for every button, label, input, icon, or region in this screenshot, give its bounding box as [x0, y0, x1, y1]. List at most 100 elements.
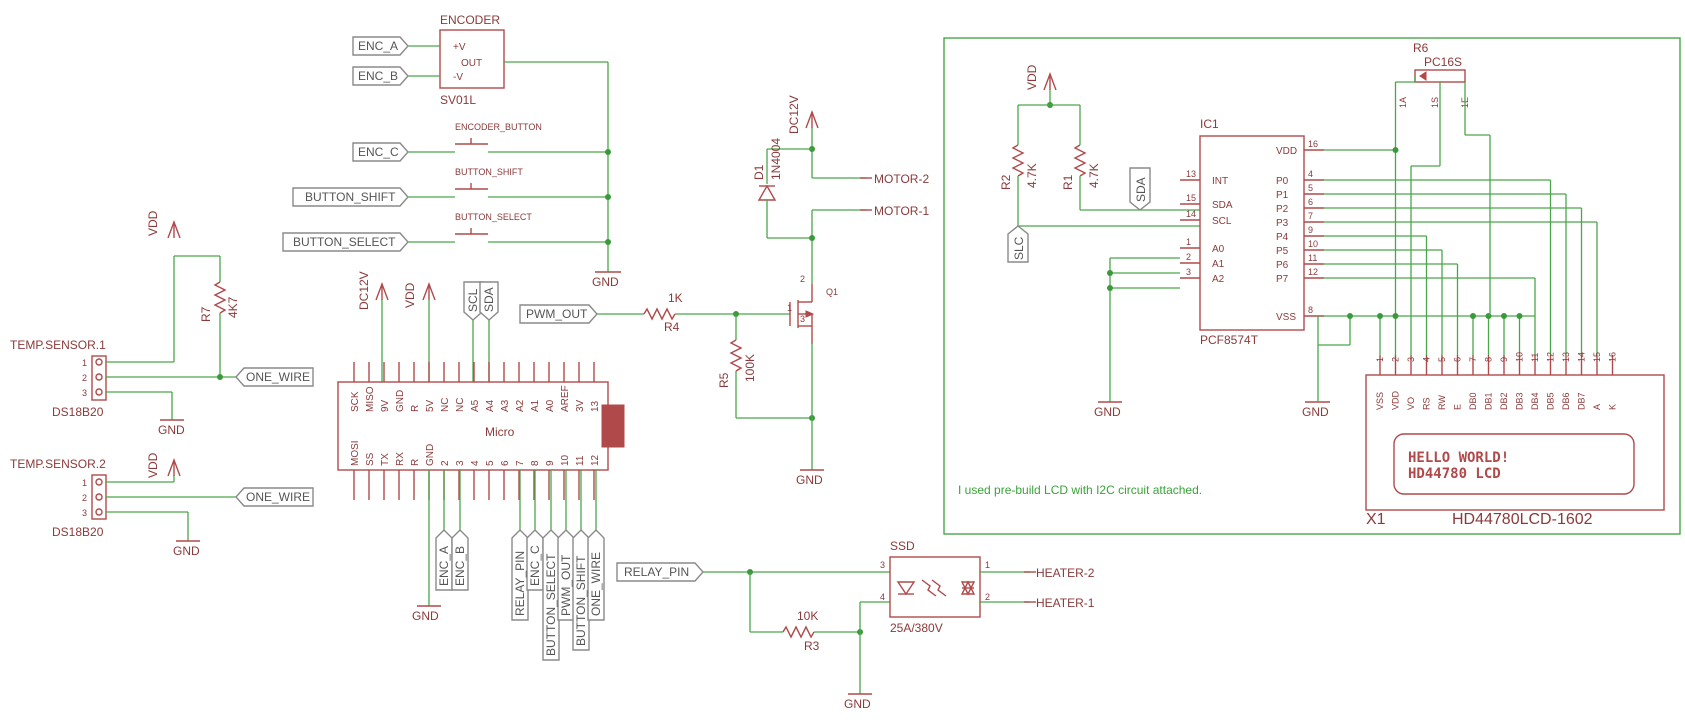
- svg-text:BUTTON_SHIFT: BUTTON_SHIFT: [305, 190, 396, 204]
- svg-text:1K: 1K: [668, 291, 683, 305]
- svg-text:VDD: VDD: [1025, 64, 1039, 90]
- lcd-pin-name: DB7: [1577, 392, 1587, 410]
- svg-text:MOTOR-1: MOTOR-1: [874, 204, 929, 218]
- svg-text:R6: R6: [1413, 41, 1429, 55]
- mosfet-q1[interactable]: Q1 2 1 3: [787, 274, 838, 344]
- svg-text:3: 3: [82, 508, 87, 518]
- flag-bottom-button-select[interactable]: BUTTON_SELECT: [542, 529, 560, 661]
- lcd-name: X1: [1366, 511, 1386, 528]
- heater-2-terminal[interactable]: HEATER-2: [1024, 566, 1095, 580]
- ic1-pin-label: P7: [1276, 274, 1289, 285]
- svg-text:10K: 10K: [797, 609, 818, 623]
- ic1-pin-number: 13: [1186, 169, 1196, 179]
- micro-bottom-pin-label: 5: [485, 460, 496, 466]
- svg-text:VDD: VDD: [146, 452, 160, 478]
- micro-top-pin-label: 13: [590, 400, 601, 412]
- svg-text:4.7K: 4.7K: [1025, 163, 1039, 188]
- flag-bottom-button-shift[interactable]: BUTTON_SHIFT: [572, 529, 590, 651]
- heater-1-terminal[interactable]: HEATER-1: [1024, 596, 1095, 610]
- encoder-pin-vminus: -V: [453, 72, 463, 83]
- svg-text:HEATER-1: HEATER-1: [1036, 596, 1095, 610]
- flag-sda-ic[interactable]: SDA: [1129, 167, 1151, 211]
- svg-text:1: 1: [82, 478, 87, 488]
- button-shift[interactable]: BUTTON_SHIFT: [408, 167, 608, 198]
- flag-bottom-one-wire[interactable]: ONE_WIRE: [587, 529, 605, 621]
- lcd-pin-name: DB6: [1561, 392, 1571, 410]
- flag-bottom-enc-b[interactable]: ENC_B: [451, 529, 469, 591]
- ic1-pin-number: 9: [1308, 225, 1313, 235]
- micro-bottom-pin-label: 11: [575, 455, 586, 466]
- resistor-r2[interactable]: R2 4.7K: [999, 144, 1039, 190]
- svg-text:IC1: IC1: [1200, 117, 1219, 131]
- resistor-r3[interactable]: 10K R3: [782, 609, 820, 653]
- ssd-relay[interactable]: SSD 3 4 1 2 25A/380V: [880, 539, 990, 635]
- svg-text:PCF8574T: PCF8574T: [1200, 333, 1259, 347]
- flag-bottom-enc-a[interactable]: ENC_A: [435, 529, 453, 591]
- motor-2-terminal[interactable]: MOTOR-2: [860, 172, 929, 186]
- lcd-pin-name: DB3: [1515, 392, 1525, 410]
- flag-enc-a[interactable]: ENC_A: [352, 36, 409, 56]
- resistor-r5[interactable]: R5 100K: [717, 339, 757, 388]
- gnd-symbol-temp2: GND: [173, 540, 200, 558]
- flag-slc-ic[interactable]: SLC: [1007, 225, 1029, 263]
- lcd-pin-name: DB0: [1468, 392, 1478, 410]
- flag-sda[interactable]: SDA: [479, 281, 499, 321]
- encoder-pin-vplus: +V: [453, 42, 466, 53]
- resistor-r4[interactable]: 1K R4: [643, 291, 683, 334]
- micro-top-pin-label: NC: [440, 398, 451, 412]
- flag-enc-b[interactable]: ENC_B: [352, 66, 409, 86]
- diode-d1[interactable]: D1 1N4004: [752, 138, 783, 201]
- flag-bottom-relay-pin[interactable]: RELAY_PIN: [511, 529, 529, 621]
- lcd-pin-name: K: [1608, 404, 1618, 410]
- resistor-r7[interactable]: R7 4K7: [199, 281, 240, 322]
- svg-text:4K7: 4K7: [226, 296, 240, 318]
- flag-one-wire-2[interactable]: ONE_WIRE: [235, 487, 314, 507]
- flag-pwm-out[interactable]: PWM_OUT: [519, 304, 598, 324]
- resistor-r1[interactable]: R1 4.7K: [1061, 144, 1101, 190]
- ic1-pin-label: A1: [1212, 259, 1225, 270]
- lcd-pin-name: DB2: [1499, 392, 1509, 410]
- lcd-line-2: HD44780 LCD: [1408, 466, 1501, 482]
- encoder-button[interactable]: ENCODER_BUTTON: [408, 122, 608, 153]
- encoder-body[interactable]: [439, 29, 505, 89]
- svg-text:ONE_WIRE: ONE_WIRE: [246, 370, 310, 384]
- svg-text:MOTOR-2: MOTOR-2: [874, 172, 929, 186]
- micro-bottom-pin-label: 6: [500, 460, 511, 466]
- svg-text:DS18B20: DS18B20: [52, 525, 104, 539]
- svg-text:SLC: SLC: [1012, 236, 1026, 260]
- ic1-pin-label: A2: [1212, 274, 1225, 285]
- lcd-pin-name: VO: [1406, 397, 1416, 410]
- button-select[interactable]: BUTTON_SELECT: [408, 212, 608, 243]
- svg-text:2: 2: [985, 592, 990, 602]
- ic1-pin-number: 4: [1308, 169, 1313, 179]
- gnd-symbol-temp1: GND: [158, 419, 185, 437]
- lcd-pin-number: 4: [1422, 357, 1432, 362]
- temp-sensor-1[interactable]: TEMP.SENSOR.1 1 2 3 DS18B20: [10, 338, 107, 419]
- flag-scl[interactable]: SCL: [463, 281, 483, 321]
- flag-relay-pin[interactable]: RELAY_PIN: [616, 562, 704, 582]
- lcd-display[interactable]: 1VSS2VDD3VO4RS5RW6E7DB08DB19DB210DB311DB…: [1365, 352, 1665, 528]
- temp-sensor-2[interactable]: TEMP.SENSOR.2 1 2 3 DS18B20: [10, 457, 107, 539]
- gnd-symbol-lcd: GND: [1302, 401, 1330, 419]
- trimpot-r6[interactable]: R6 PC16S 1A 1S 1E: [1398, 41, 1470, 108]
- vdd-symbol-temp2: VDD: [146, 452, 181, 478]
- micro-bottom-pin-label: 3: [455, 460, 466, 466]
- svg-text:SDA: SDA: [482, 287, 496, 312]
- flag-button-select[interactable]: BUTTON_SELECT: [282, 232, 409, 252]
- flag-enc-c[interactable]: ENC_C: [352, 142, 409, 162]
- flag-bottom-pwm-out[interactable]: PWM_OUT: [557, 529, 575, 621]
- micro-bottom-pin-label: 4: [470, 460, 481, 466]
- encoder-part: SV01L: [440, 93, 476, 107]
- motor-1-terminal[interactable]: MOTOR-1: [860, 204, 929, 218]
- lcd-pin-name: E: [1453, 404, 1463, 410]
- flag-button-shift[interactable]: BUTTON_SHIFT: [292, 187, 409, 207]
- flag-bottom-enc-c[interactable]: ENC_C: [526, 529, 544, 591]
- svg-text:GND: GND: [844, 697, 871, 711]
- micro-top-pin-label: MISO: [365, 386, 376, 412]
- lcd-pin-name: RS: [1422, 397, 1432, 410]
- flag-one-wire-1[interactable]: ONE_WIRE: [235, 367, 314, 387]
